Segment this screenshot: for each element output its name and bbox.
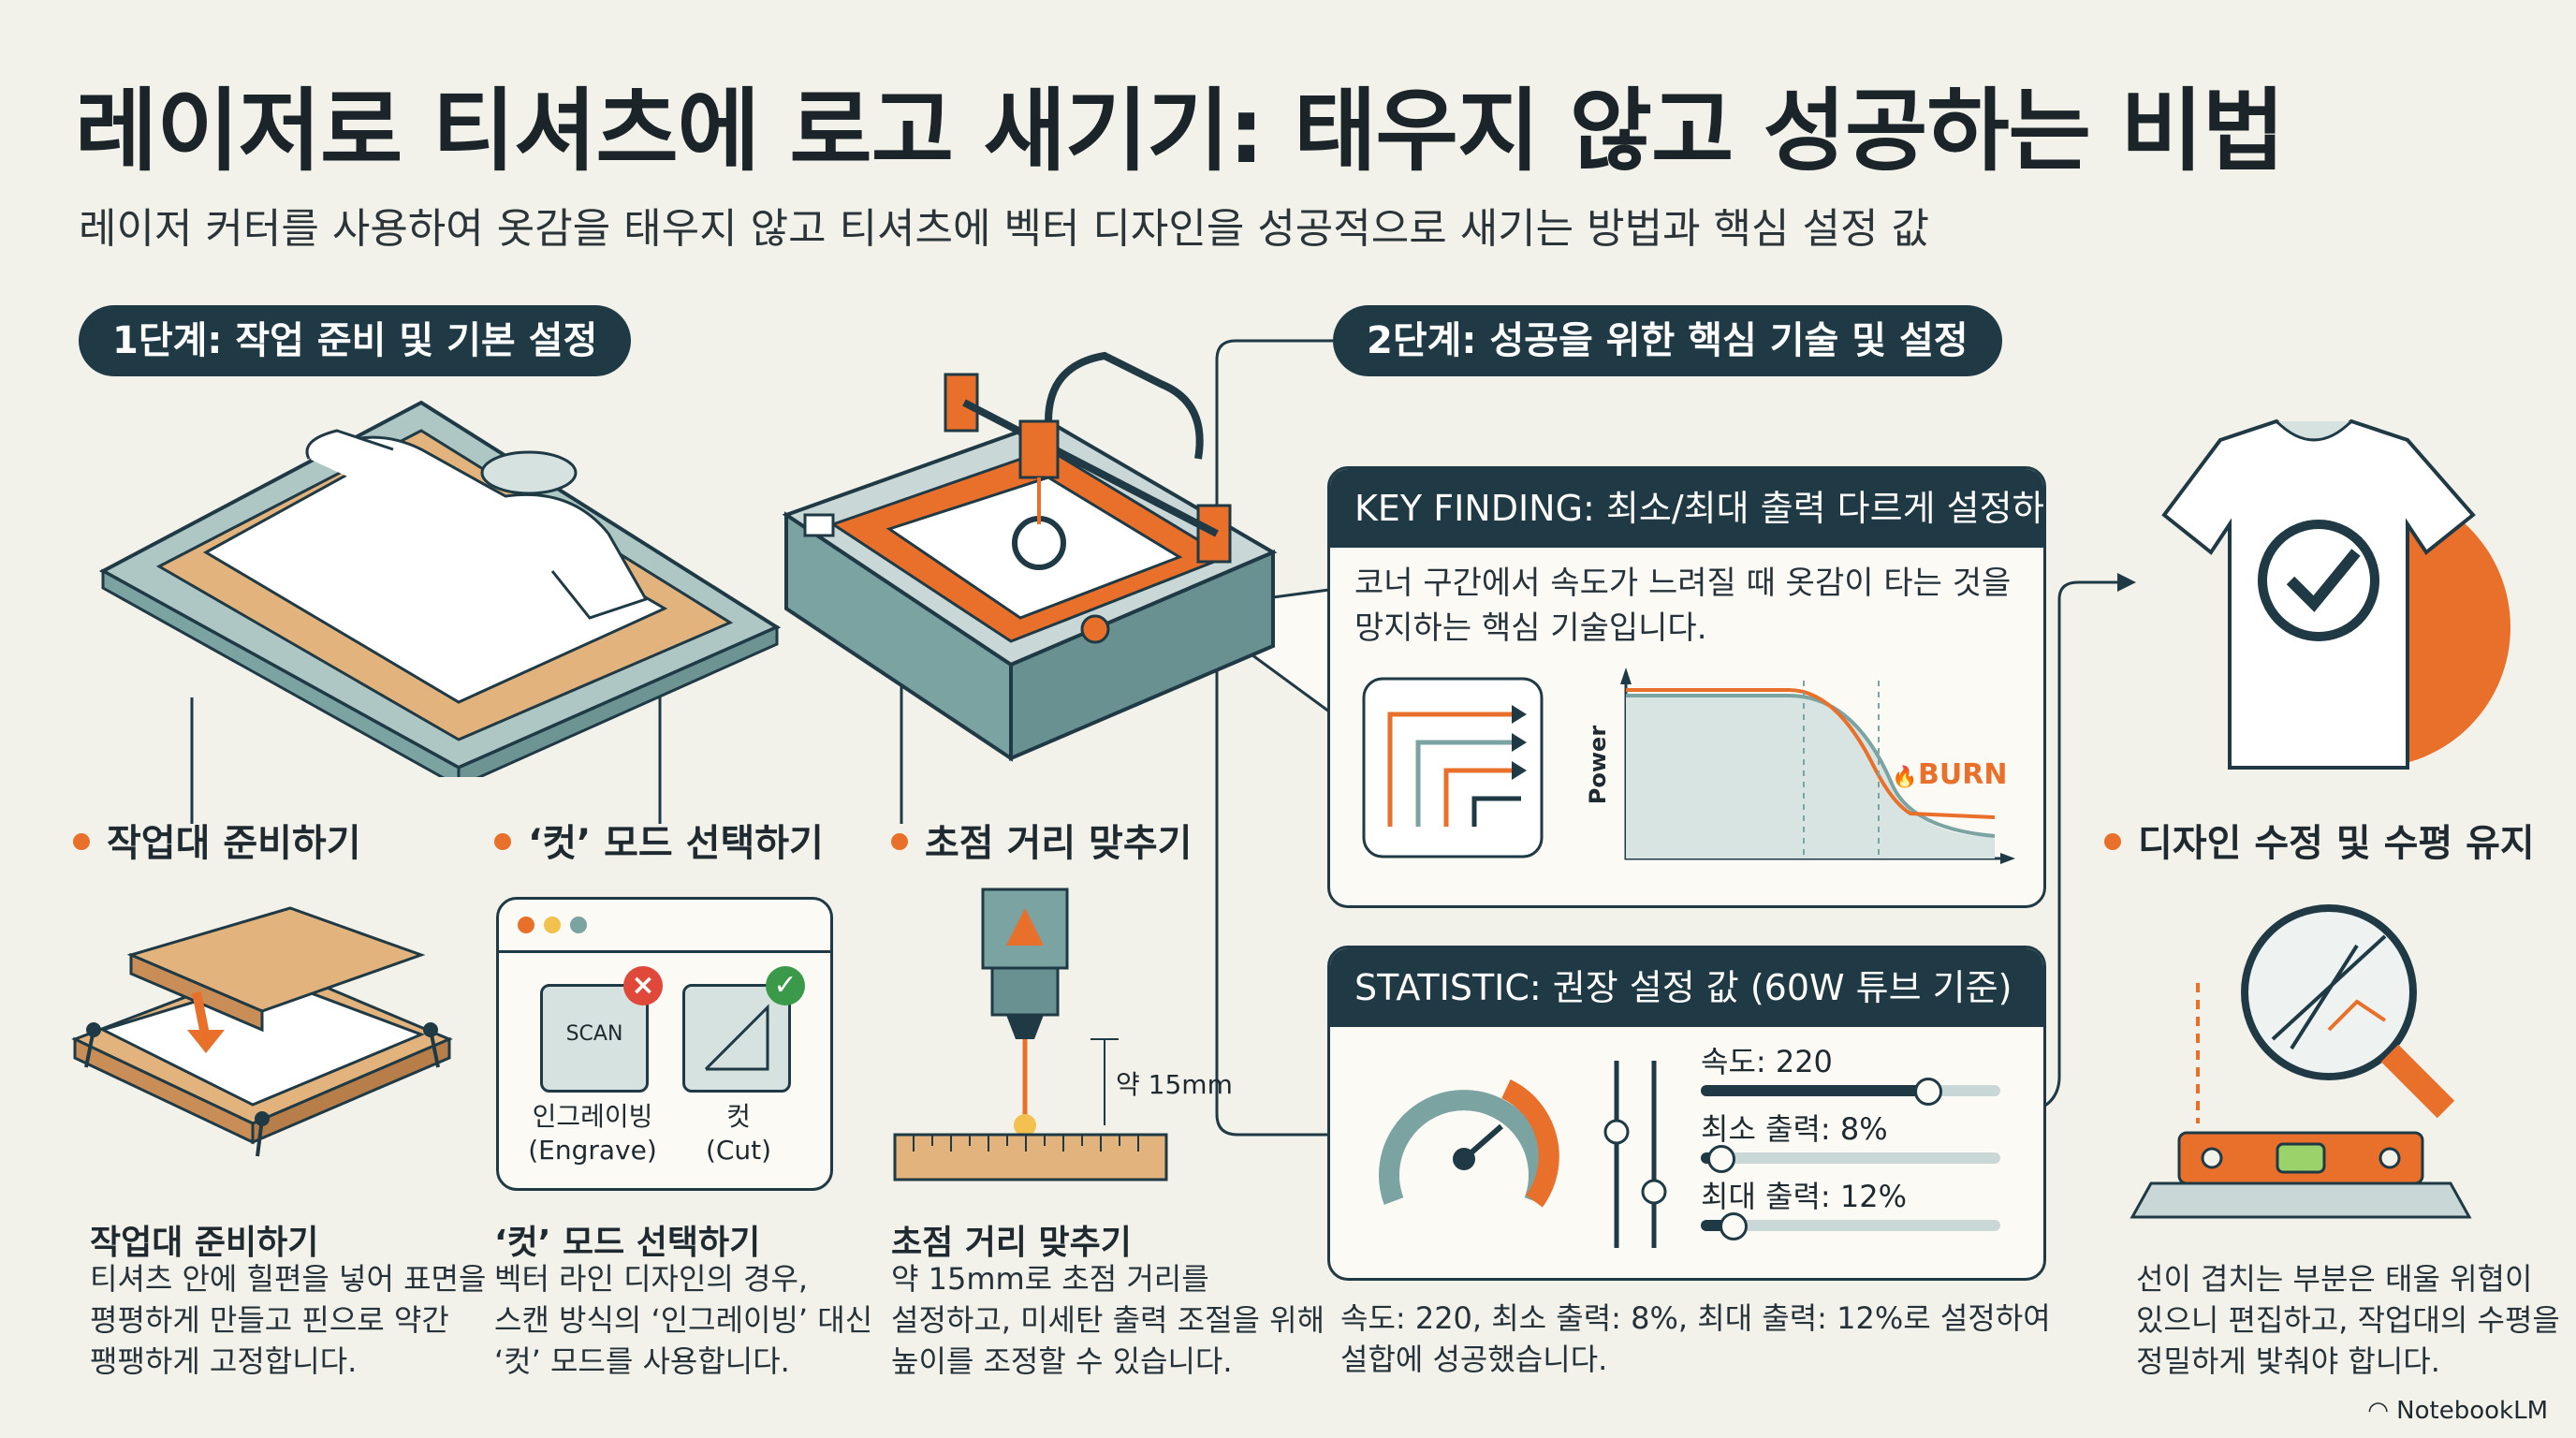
step-label-workbench: 작업대 준비하기 (73, 813, 361, 867)
step-label-cut-mode: ‘컷’ 모드 선택하기 (494, 813, 824, 867)
mode-select-window: SCAN × ✓ 인그레이빙 (Engrave) 컷 (Cut) (496, 897, 833, 1191)
settings-sliders: 속도: 220 최소 출력: 8% 최대 출력: 12% (1701, 1038, 2019, 1263)
engrave-mode-option[interactable]: SCAN × (540, 966, 663, 1093)
setting-slider-row: 속도: 220 (1701, 1038, 2000, 1106)
statistic-panel: STATISTIC: 권장 설정 값 (60W 튜브 기준) 속도: 220 최소… (1327, 946, 2046, 1281)
notebooklm-logo-icon: ◠ (2367, 1397, 2397, 1425)
engrave-label: 인그레이빙 (Engrave) (528, 1101, 657, 1166)
stage2-pill: 2단계: 성공을 위한 핵심 기술 및 설정 (1333, 305, 2002, 376)
page-title: 레이저로 티셔츠에 로고 새기기: 태우지 않고 성공하는 비법 (75, 79, 2285, 183)
speed-gauge-icon (1379, 1079, 1559, 1208)
statistic-header: STATISTIC: 권장 설정 값 (60W 튜브 기준) (1330, 948, 2043, 1027)
shirt-on-board-illustration (98, 400, 782, 777)
step-label-design-level: 디자인 수정 및 수평 유지 (2104, 813, 2535, 867)
focus-distance-text: 약 15mm (1116, 1069, 1233, 1100)
window-dot-icon (518, 917, 534, 933)
corner-path-icon (1362, 677, 1544, 858)
fire-icon: 🔥 (1892, 765, 1917, 789)
bullet-dot (73, 833, 90, 850)
magnifier-level-illustration (2130, 904, 2472, 1219)
step-body-cut-mode: 벡터 라인 디자인의 경우, 스캔 방식의 ‘인그레이빙’ 대신 ‘컷’ 모드를… (494, 1261, 873, 1379)
vertical-slider-icons (1603, 1061, 1667, 1248)
step-label-focus: 초점 거리 맞추기 (891, 813, 1192, 867)
burn-label: BURN (1918, 758, 2007, 791)
step-title-cut-mode: ‘컷’ 모드 선택하기 (494, 1224, 761, 1262)
power-axis-label: Power (1585, 726, 1611, 805)
bullet-dot (2104, 833, 2121, 850)
step-label-text: 초점 거리 맞추기 (925, 822, 1193, 865)
setting-slider-row: 최대 출력: 12% (1701, 1173, 2000, 1240)
step-label-text: ‘컷’ 모드 선택하기 (528, 822, 824, 865)
key-finding-text: 코너 구간에서 속도가 느려질 때 옷감이 타는 것을 망지하는 핵심 기술입니… (1354, 565, 2012, 647)
window-titlebar (499, 900, 830, 953)
step-title-focus: 초점 거리 맞추기 (891, 1224, 1132, 1262)
window-dot-icon (544, 917, 561, 933)
setting-slider-fill (1701, 1085, 1925, 1096)
step-body-focus: 약 15mm로 초점 거리를 설정하고, 미세탄 출력 조절을 위해 높이를 조… (891, 1261, 1325, 1379)
reject-x-icon: × (623, 966, 663, 1005)
setting-slider-track[interactable] (1701, 1212, 2000, 1240)
setting-slider-label: 최대 출력: 12% (1701, 1179, 1908, 1214)
cut-line-icon (704, 1004, 769, 1071)
bullet-dot (891, 833, 908, 850)
page-subtitle: 레이저 커터를 사용하여 옷감을 태우지 않고 티셔츠에 벡터 디자인을 성공적… (79, 205, 1929, 253)
setting-slider-row: 최소 출력: 8% (1701, 1106, 2000, 1173)
cut-mode-option[interactable]: ✓ (682, 966, 805, 1093)
setting-slider-label: 최소 출력: 8% (1701, 1111, 1888, 1147)
step-label-text: 작업대 준비하기 (107, 822, 361, 865)
laser-machine-illustration (782, 351, 1278, 762)
setting-slider-knob[interactable] (1707, 1145, 1736, 1173)
step-body-workbench: 티셔츠 안에 힐편을 넣어 표면을 평평하게 만들고 핀으로 약간 팽팽하게 고… (90, 1261, 487, 1379)
setting-slider-knob[interactable] (1720, 1212, 1748, 1240)
finished-shirt-illustration (2161, 418, 2510, 770)
key-finding-header: KEY FINDING: 최소/최대 출력 다르게 설정하기 (1330, 469, 2043, 548)
window-dot-icon (570, 917, 587, 933)
cut-label: 컷 (Cut) (705, 1101, 772, 1166)
statistic-summary: 속도: 220, 최소 출력: 8%, 최대 출력: 12%로 설정하여 설합에… (1340, 1300, 2051, 1377)
focus-distance-illustration: 약 15mm (893, 888, 1233, 1181)
scan-text: SCAN (565, 1022, 623, 1046)
setting-slider-label: 속도: 220 (1701, 1044, 1833, 1079)
brand-label: ◠ NotebookLM (2367, 1397, 2548, 1425)
brand-text: NotebookLM (2396, 1397, 2548, 1425)
step-title-workbench: 작업대 준비하기 (90, 1224, 319, 1262)
step-label-text: 디자인 수정 및 수평 유지 (2138, 822, 2535, 865)
step-body-design-level: 선이 겹치는 부분은 태울 위협이 있으니 편집하고, 작업대의 수평을 정밀하… (2136, 1261, 2560, 1379)
setting-slider-track[interactable] (1701, 1078, 2000, 1106)
stage1-pill: 1단계: 작업 준비 및 기본 설정 (79, 305, 632, 376)
setting-slider-track[interactable] (1701, 1145, 2000, 1173)
power-chart: Power 🔥 BURN (1585, 668, 2015, 864)
check-icon: ✓ (766, 966, 805, 1005)
key-finding-panel: KEY FINDING: 최소/최대 출력 다르게 설정하기 코너 구간에서 속… (1327, 466, 2046, 908)
setting-slider-knob[interactable] (1914, 1078, 1942, 1106)
workbench-pin-illustration (71, 906, 453, 1157)
bullet-dot (494, 833, 511, 850)
